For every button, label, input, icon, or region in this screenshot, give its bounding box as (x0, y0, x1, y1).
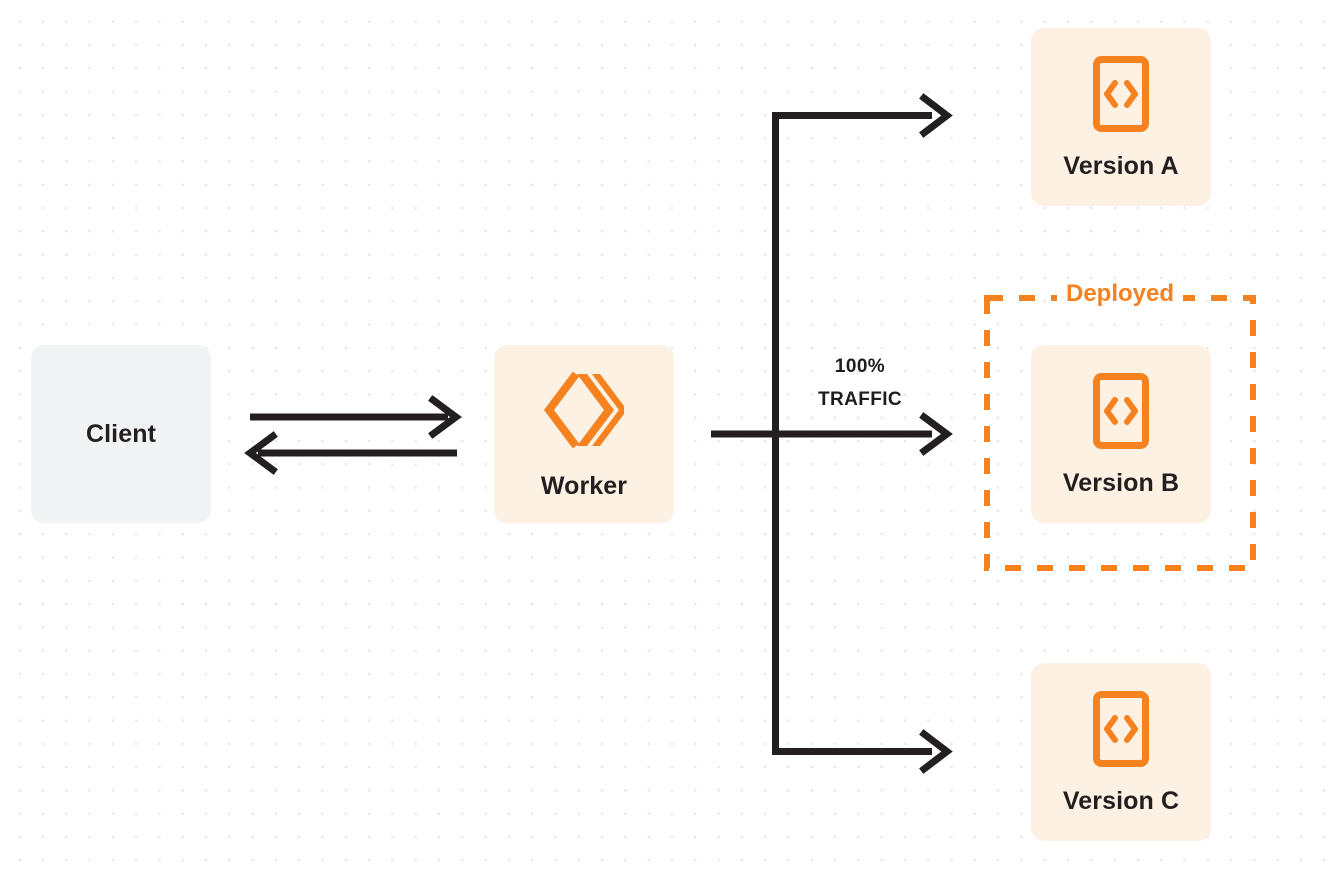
edge-worker-to-version-c (772, 729, 953, 774)
node-version-b[interactable]: Version B (1031, 345, 1211, 523)
deployed-group-label: Deployed (1056, 282, 1184, 306)
version-b-label: Version B (1062, 469, 1180, 497)
node-client[interactable]: Client (31, 345, 211, 523)
client-label: Client (85, 419, 157, 448)
traffic-unit: TRAFFIC (817, 389, 903, 411)
node-version-a[interactable]: Version A (1031, 28, 1211, 206)
node-worker[interactable]: Worker (494, 345, 674, 523)
node-version-c[interactable]: Version C (1031, 663, 1211, 841)
edge-worker-to-version-b (711, 412, 953, 456)
traffic-share-label: 100% TRAFFIC (786, 350, 934, 417)
edge-worker-to-client (244, 431, 457, 475)
code-file-icon (1092, 55, 1150, 138)
worker-label: Worker (540, 472, 628, 500)
traffic-percent: 100% (834, 356, 886, 377)
cloudflare-workers-logo-icon (544, 369, 627, 456)
code-file-icon (1092, 690, 1150, 773)
edge-worker-to-version-a (772, 93, 953, 138)
edge-client-to-worker (250, 395, 462, 439)
version-c-label: Version C (1062, 787, 1180, 815)
code-file-icon (1092, 372, 1150, 455)
version-a-label: Version A (1063, 152, 1179, 180)
